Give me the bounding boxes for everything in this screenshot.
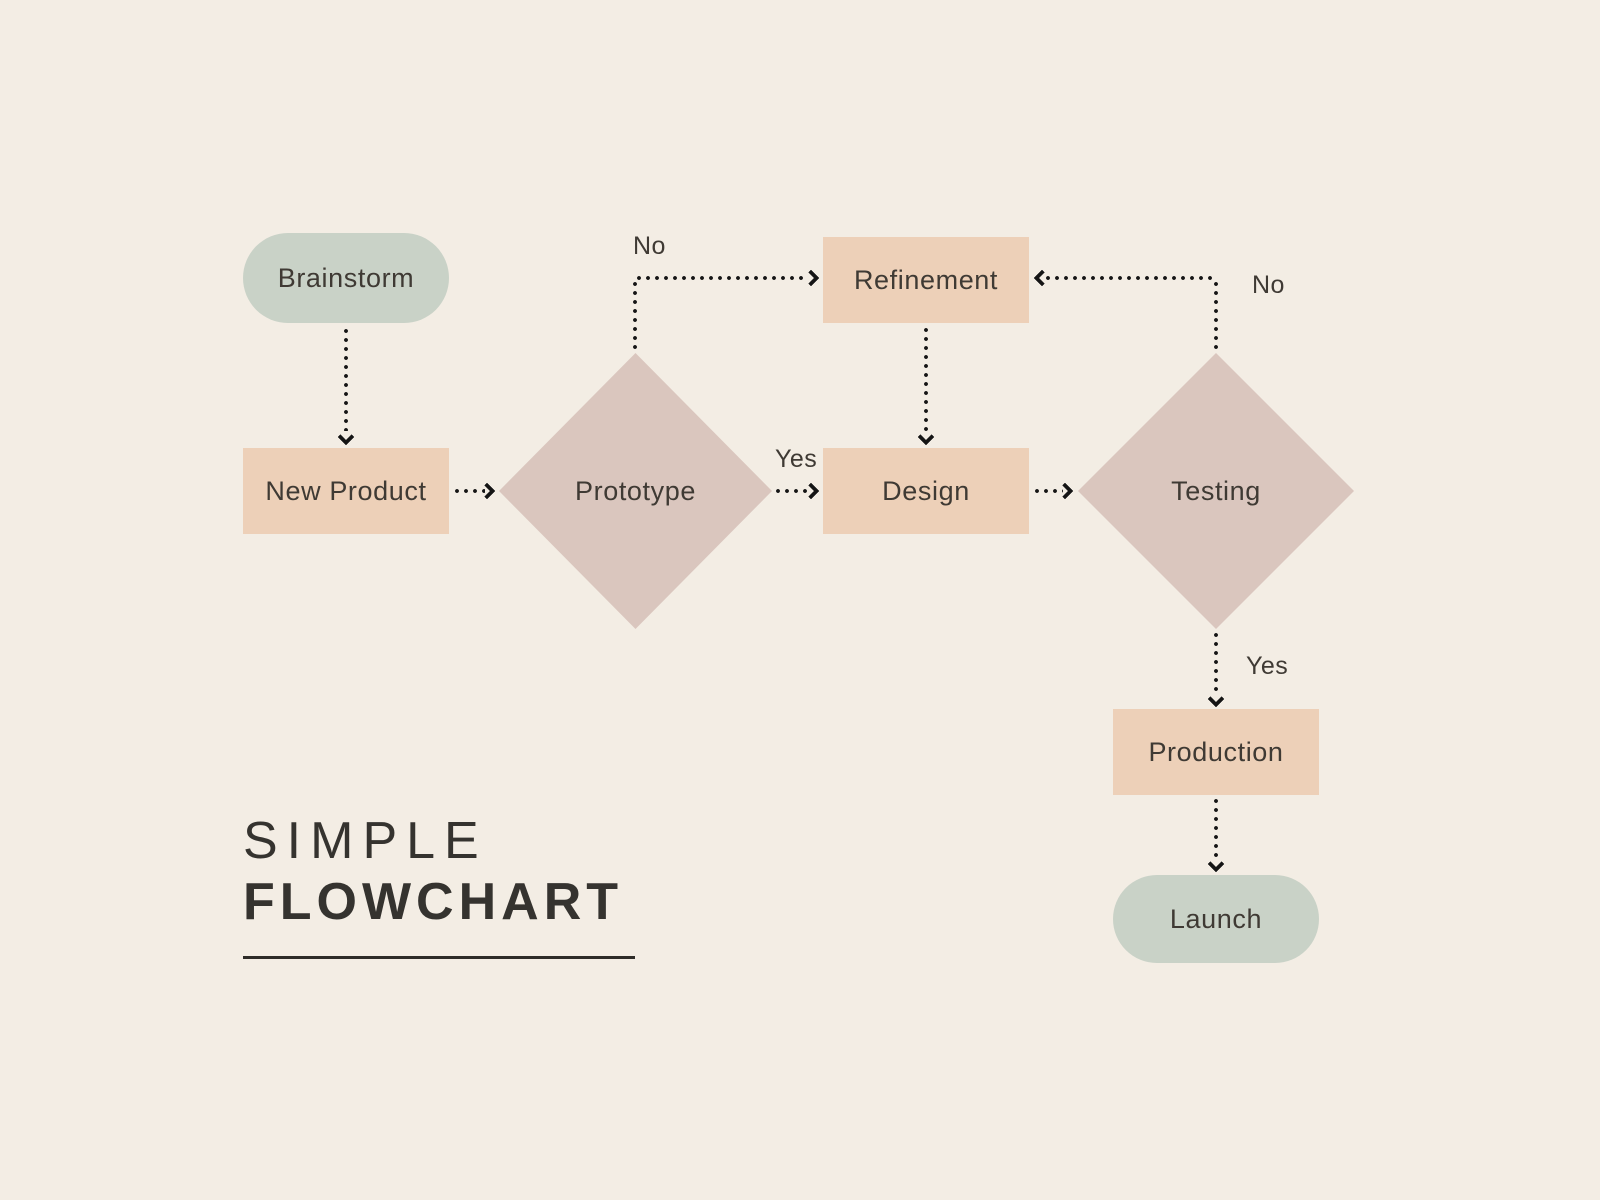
edge-production-launch-line xyxy=(1214,799,1218,859)
edge-testing-production-arrowhead-icon xyxy=(1207,690,1225,708)
edge-prototype-design-arrowhead-icon xyxy=(802,482,820,500)
node-prototype-decision: Prototype xyxy=(499,353,772,629)
node-production-label: Production xyxy=(1148,736,1284,767)
node-launch: Launch xyxy=(1113,875,1319,963)
node-testing-label: Testing xyxy=(1171,475,1261,506)
edge-prototype-design-line xyxy=(776,489,808,493)
title-underline xyxy=(243,956,635,959)
node-new-product: New Product xyxy=(243,448,449,534)
node-refinement-label: Refinement xyxy=(853,264,999,295)
page-title-line1: SIMPLE xyxy=(243,812,488,870)
node-launch-label: Launch xyxy=(1169,903,1263,934)
node-brainstorm-label: Brainstorm xyxy=(277,262,415,293)
edge-refinement-design-line xyxy=(924,328,928,432)
edge-refinement-design-arrowhead-icon xyxy=(917,428,935,446)
edge-testing-production-line xyxy=(1214,633,1218,695)
page-title-line2: FLOWCHART xyxy=(243,873,624,931)
node-brainstorm: Brainstorm xyxy=(243,233,449,323)
node-testing-decision: Testing xyxy=(1078,353,1354,629)
node-design: Design xyxy=(823,448,1029,534)
edge-label-prototype-no: No xyxy=(633,232,666,260)
edge-testing-refinement-line-vertical xyxy=(1214,282,1218,350)
edge-design-testing-line xyxy=(1035,489,1063,493)
edge-testing-refinement-line-horizontal xyxy=(1046,276,1214,280)
node-design-label: Design xyxy=(882,475,970,506)
edge-design-testing-arrowhead-icon xyxy=(1056,482,1074,500)
edge-prototype-refinement-arrowhead-icon xyxy=(802,269,820,287)
node-production: Production xyxy=(1113,709,1319,795)
node-refinement: Refinement xyxy=(823,237,1029,323)
edge-label-testing-yes: Yes xyxy=(1246,652,1289,680)
edge-brainstorm-newproduct-arrowhead-icon xyxy=(337,428,355,446)
node-prototype-label: Prototype xyxy=(575,475,696,506)
edge-production-launch-arrowhead-icon xyxy=(1207,855,1225,873)
edge-newproduct-prototype-arrowhead-icon xyxy=(478,482,496,500)
edge-prototype-refinement-line-vertical xyxy=(633,282,637,350)
edge-brainstorm-newproduct-line xyxy=(344,329,348,431)
edge-testing-refinement-arrowhead-icon xyxy=(1033,269,1051,287)
node-new-product-label: New Product xyxy=(265,475,427,506)
edge-prototype-refinement-line-horizontal xyxy=(637,276,807,280)
edge-newproduct-prototype-line xyxy=(455,489,485,493)
edge-label-prototype-yes: Yes xyxy=(775,445,818,473)
edge-label-testing-no: No xyxy=(1252,271,1285,299)
